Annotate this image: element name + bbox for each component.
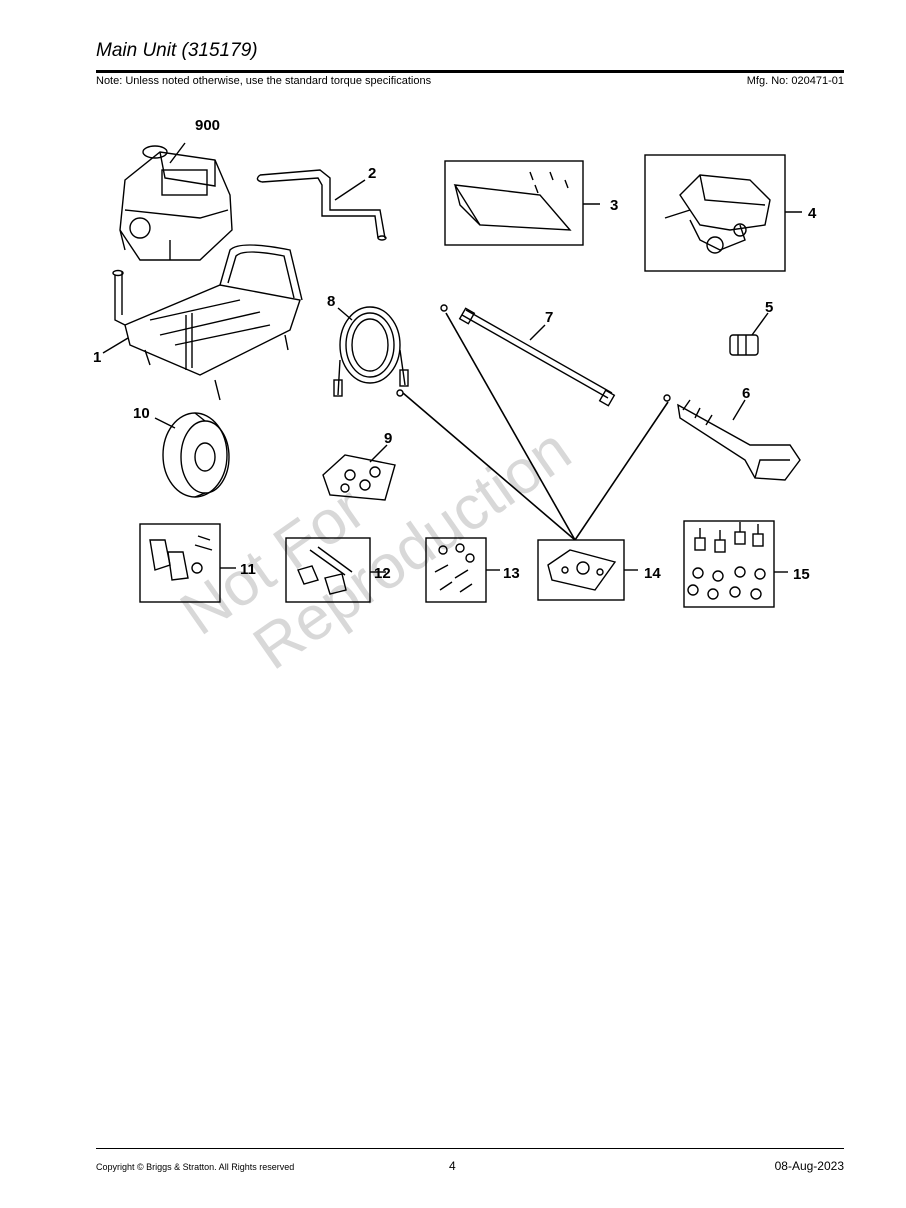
- frame-part: [112, 244, 303, 401]
- mfg-number: Mfg. No: 020471-01: [746, 75, 844, 87]
- shroud-part: [453, 171, 572, 231]
- hardware-12: [297, 546, 353, 595]
- hardware-13: [434, 543, 475, 593]
- engine-part: [119, 145, 233, 261]
- callout-7: 7: [545, 309, 553, 326]
- leader-lines: [402, 312, 669, 541]
- pump-part: [664, 174, 771, 254]
- hardware-bag-9: [322, 454, 396, 501]
- copyright-text: Copyright © Briggs & Stratton. All Right…: [96, 1162, 295, 1172]
- spray-gun-part: [663, 394, 801, 481]
- torque-note: Note: Unless noted otherwise, use the st…: [96, 75, 432, 87]
- box-14: [537, 539, 625, 601]
- callout-1: 1: [93, 349, 101, 366]
- box-3: [444, 160, 584, 246]
- footer-rule: [96, 1148, 844, 1149]
- box-4: [644, 154, 786, 272]
- callout-11: 11: [240, 561, 256, 578]
- page-title: Main Unit (315179): [96, 40, 258, 61]
- hose-part: [333, 306, 409, 397]
- nozzle-part: [729, 334, 759, 356]
- callout-3: 3: [610, 197, 618, 214]
- callout-2: 2: [368, 165, 376, 182]
- callout-15: 15: [793, 566, 810, 583]
- handle-part: [256, 169, 387, 241]
- box-11: [139, 523, 221, 603]
- callout-9: 9: [384, 430, 392, 447]
- callout-10: 10: [133, 405, 150, 422]
- box-12: [285, 537, 371, 603]
- callout-13: 13: [503, 565, 520, 582]
- wheel-part: [162, 412, 230, 498]
- hardware-14: [547, 549, 617, 591]
- callout-12: 12: [374, 565, 391, 582]
- print-date: 08-Aug-2023: [774, 1159, 844, 1173]
- callout-14: 14: [644, 565, 661, 582]
- callout-4: 4: [808, 205, 817, 222]
- callout-6: 6: [742, 385, 750, 402]
- callout-5: 5: [765, 299, 773, 316]
- box-15: [683, 520, 775, 608]
- parts-diagram: Not For Reproduction: [93, 117, 817, 683]
- callout-900: 900: [195, 117, 220, 134]
- lance-part: [440, 304, 616, 407]
- hardware-11: [149, 535, 213, 581]
- page-number: 4: [449, 1159, 456, 1173]
- hardware-15: [687, 522, 766, 600]
- watermark: Not For Reproduction: [169, 415, 584, 683]
- callout-8: 8: [327, 293, 335, 310]
- header-rule: [96, 70, 844, 73]
